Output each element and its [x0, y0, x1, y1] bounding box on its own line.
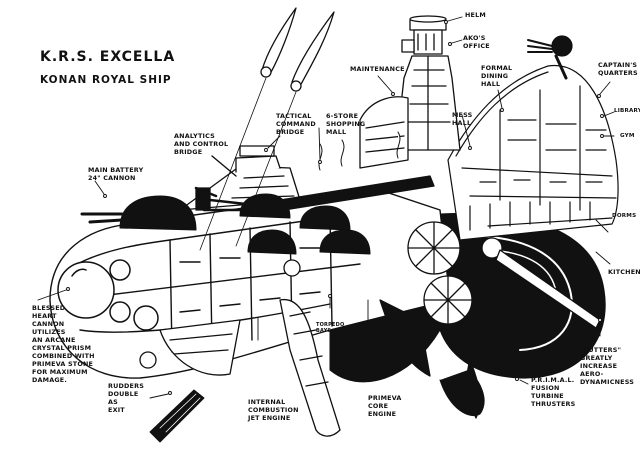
label-primeva-core-engine: PRIMEVA CORE ENGINE	[368, 394, 402, 418]
label-library: LIBRARY	[614, 108, 640, 114]
label-mess-hall: MESS HALL	[452, 111, 473, 127]
label-internal-combustion-jet-engine: INTERNAL COMBUSTION JET ENGINE	[248, 398, 299, 422]
label-captains-quarters: CAPTAIN'S QUARTERS	[598, 61, 638, 77]
label-torpedo-bays: TORPEDO BAYS	[316, 322, 345, 334]
label-dorms: DORMS	[612, 213, 637, 219]
label-shopping-mall: 6-STORE SHOPPING MALL	[326, 112, 366, 136]
label-gym: GYM	[620, 133, 635, 139]
label-kitchen: KITCHEN	[608, 268, 640, 276]
label-cutters: "CUTTERS" GREATLY INCREASE AERO- DYNAMIC…	[580, 346, 635, 386]
label-main-battery-cannon: MAIN BATTERY 24" CANNON	[88, 166, 144, 182]
turrets	[80, 186, 371, 255]
label-formal-dining-hall: FORMAL DINING HALL	[481, 64, 513, 88]
rudder-exit-ramp	[149, 389, 205, 443]
helm-tower	[359, 15, 461, 169]
bottom-fin	[466, 359, 481, 419]
engines	[283, 221, 601, 329]
label-tactical-command-bridge: TACTICAL COMMAND BRIDGE	[276, 112, 316, 136]
label-primal-fusion-turbine-thrusters: P.R.I.M.A.L. FUSION TURBINE THRUSTERS	[531, 376, 576, 408]
ship-name-title: K.R.S. EXCELLA	[40, 49, 176, 65]
lower-sections	[139, 298, 431, 437]
label-maintenance: MAINTENANCE	[350, 65, 405, 73]
heart-cannon	[57, 259, 159, 331]
label-analytics-control-bridge: ANALYTICS AND CONTROL BRIDGE	[174, 132, 229, 156]
label-rudders-exit: RUDDERS DOUBLE AS EXIT	[108, 382, 145, 414]
label-blessed-heart-cannon: BLESSED HEART CANNON UTILIZES AN ARCANE …	[32, 304, 95, 384]
top-cutters	[199, 7, 335, 251]
aft-superstructure	[447, 35, 619, 241]
leader-lines	[37, 16, 615, 399]
label-akos-office: AKO'S OFFICE	[463, 34, 490, 50]
label-helm: HELM	[465, 11, 486, 19]
ship-subtitle: KONAN ROYAL SHIP	[40, 74, 172, 86]
